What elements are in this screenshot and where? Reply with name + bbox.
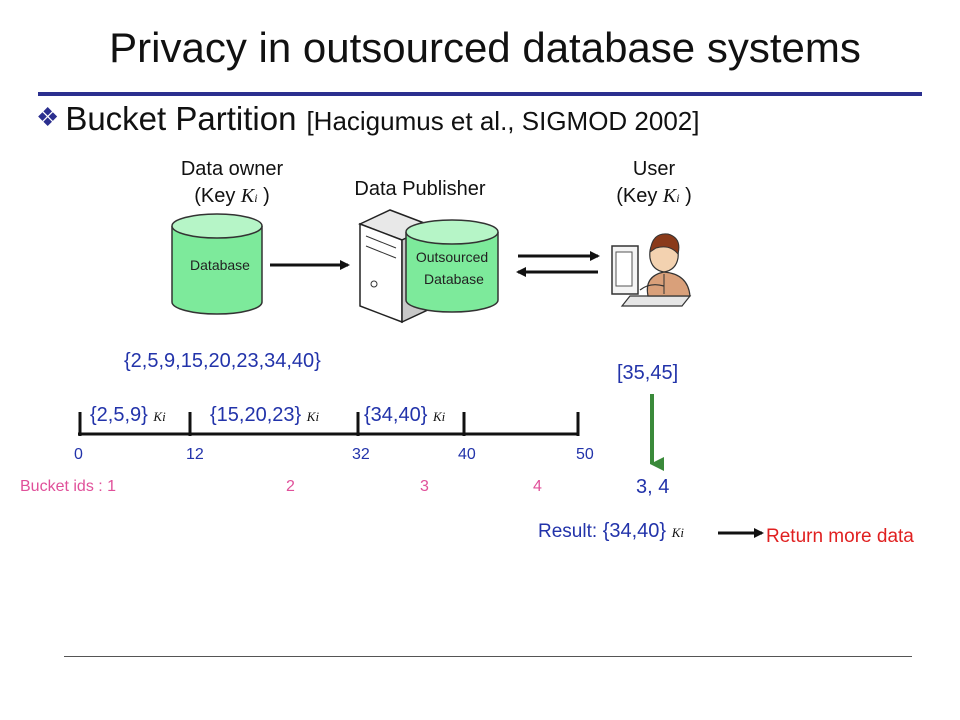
slide-title: Privacy in outsourced database systems xyxy=(109,24,861,71)
footer-rule xyxy=(64,656,912,657)
outsourced-database-line1: Outsourced xyxy=(416,249,488,265)
result-key: Ki xyxy=(671,525,684,540)
bucket-1-key: Ki xyxy=(153,409,166,424)
bucket-2-key: Ki xyxy=(306,409,320,424)
bucket-ids-label: Bucket ids : 1 xyxy=(20,478,117,495)
full-set-label: {2,5,9,15,20,23,34,40} xyxy=(124,350,321,372)
tick-label-50: 50 xyxy=(576,446,594,463)
bucket-3-key: Ki xyxy=(432,409,446,424)
tick-label-12: 12 xyxy=(186,446,204,463)
user-key: (Key Ki ) xyxy=(564,183,744,212)
user-name: User xyxy=(632,158,676,180)
data-publisher-label: Data Publisher xyxy=(354,178,486,200)
data-owner-label: Data owner (Key Ki ) xyxy=(142,156,322,212)
bucket-id-3: 3 xyxy=(420,478,429,495)
user-key-subscript: i xyxy=(676,191,680,205)
owner-database-icon: Database xyxy=(171,213,263,315)
bucket-2-label: {15,20,23} Ki xyxy=(210,404,319,427)
tick-label-32: 32 xyxy=(352,446,370,463)
outsourced-database-line2: Database xyxy=(424,271,484,287)
outsourced-database-icon: Outsourced Database xyxy=(405,219,499,313)
diamond-bullet-icon: ❖ xyxy=(36,102,60,132)
matched-buckets: 3, 4 xyxy=(636,476,670,498)
tick-label-0: 0 xyxy=(74,446,83,463)
subtitle-row: ❖Bucket Partition [Hacigumus et al., SIGM… xyxy=(36,100,699,138)
owner-key-suffix: ) xyxy=(257,185,270,207)
bucket-id-2: 2 xyxy=(286,478,295,495)
user-label: User (Key Ki ) xyxy=(564,156,744,212)
query-range: [35,45] xyxy=(617,362,679,384)
bucket-1-label: {2,5,9} Ki xyxy=(90,404,166,427)
user-computer-icon xyxy=(611,233,692,307)
result-value: {34,40} xyxy=(602,520,667,542)
owner-key-symbol: K xyxy=(240,185,255,207)
bucket-id-4: 4 xyxy=(533,478,542,495)
user-key-suffix: ) xyxy=(679,185,692,207)
return-more-data: Return more data xyxy=(766,526,914,547)
owner-key-subscript: i xyxy=(254,191,258,205)
bucket-3-label: {34,40} Ki xyxy=(364,404,445,427)
result-label: Result: xyxy=(538,521,598,542)
user-key-symbol: K xyxy=(662,185,677,207)
bucket-3-values: {34,40} xyxy=(364,404,428,426)
result-row: Result: {34,40} Ki xyxy=(538,520,684,543)
title-rule xyxy=(38,92,922,96)
bucket-2-values: {15,20,23} xyxy=(210,404,302,426)
partition-number-line xyxy=(78,412,580,436)
citation: [Hacigumus et al., SIGMOD 2002] xyxy=(306,106,700,136)
user-key-prefix: (Key xyxy=(616,185,663,207)
subtitle: Bucket Partition xyxy=(65,100,297,137)
data-owner-name: Data owner xyxy=(180,158,284,180)
tick-label-40: 40 xyxy=(458,446,476,463)
owner-database-label: Database xyxy=(190,257,250,273)
data-owner-key: (Key Ki ) xyxy=(142,183,322,212)
bucket-1-values: {2,5,9} xyxy=(90,404,148,426)
owner-key-prefix: (Key xyxy=(194,185,241,207)
